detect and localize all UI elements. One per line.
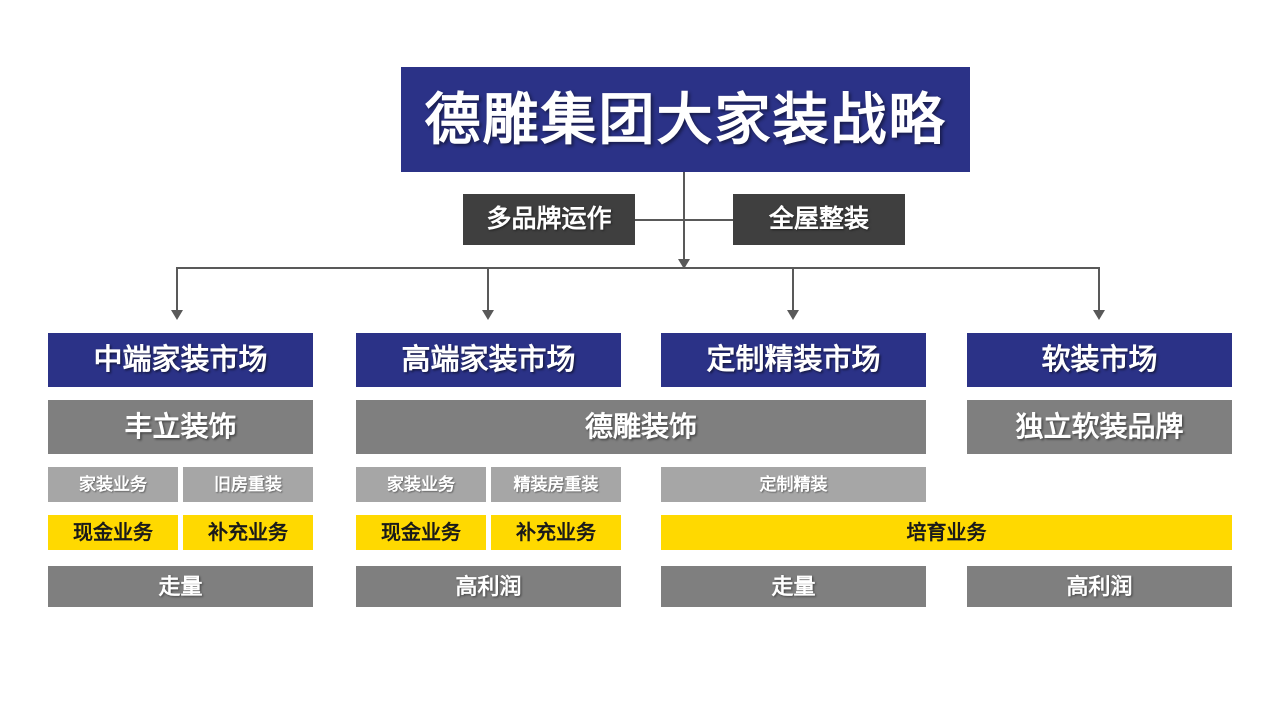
strategy-tag-multibrand: 多品牌运作 xyxy=(463,194,635,245)
market-header-col2: 高端家装市场 xyxy=(356,333,621,387)
sub-cell-col2-a: 家装业务 xyxy=(356,467,486,502)
title-connector-arrowhead xyxy=(678,259,690,269)
branch-stem-1 xyxy=(176,267,178,314)
branch-arrowhead-4 xyxy=(1093,310,1105,320)
market-header-col1: 中端家装市场 xyxy=(48,333,313,387)
market-header-col3: 定制精装市场 xyxy=(661,333,926,387)
branch-stem-4 xyxy=(1098,267,1100,314)
brand-row-merged-col2-col3: 德雕装饰 xyxy=(356,400,926,454)
outcome-cell-col3: 走量 xyxy=(661,566,926,607)
yellow-cell-col1-b: 补充业务 xyxy=(183,515,313,550)
outcome-cell-col2: 高利润 xyxy=(356,566,621,607)
distribution-bus-line xyxy=(176,267,1100,269)
brand-row-col1: 丰立装饰 xyxy=(48,400,313,454)
sub-cell-col2-b: 精装房重装 xyxy=(491,467,621,502)
outcome-cell-col1: 走量 xyxy=(48,566,313,607)
yellow-cell-col2-a: 现金业务 xyxy=(356,515,486,550)
market-header-col4: 软装市场 xyxy=(967,333,1232,387)
diagram-title: 德雕集团大家装战略 xyxy=(401,67,970,172)
branch-arrowhead-1 xyxy=(171,310,183,320)
branch-stem-3 xyxy=(792,267,794,314)
sub-cell-col3-a: 定制精装 xyxy=(661,467,926,502)
branch-arrowhead-2 xyxy=(482,310,494,320)
sub-cell-col1-a: 家装业务 xyxy=(48,467,178,502)
branch-arrowhead-3 xyxy=(787,310,799,320)
outcome-cell-col4: 高利润 xyxy=(967,566,1232,607)
strategy-tag-wholehouse: 全屋整装 xyxy=(733,194,905,245)
branch-stem-2 xyxy=(487,267,489,314)
yellow-cell-col1-a: 现金业务 xyxy=(48,515,178,550)
strategy-tags-link-line xyxy=(635,219,733,221)
yellow-cell-merged-col3-col4: 培育业务 xyxy=(661,515,1232,550)
brand-row-col4: 独立软装品牌 xyxy=(967,400,1232,454)
sub-cell-col1-b: 旧房重装 xyxy=(183,467,313,502)
yellow-cell-col2-b: 补充业务 xyxy=(491,515,621,550)
